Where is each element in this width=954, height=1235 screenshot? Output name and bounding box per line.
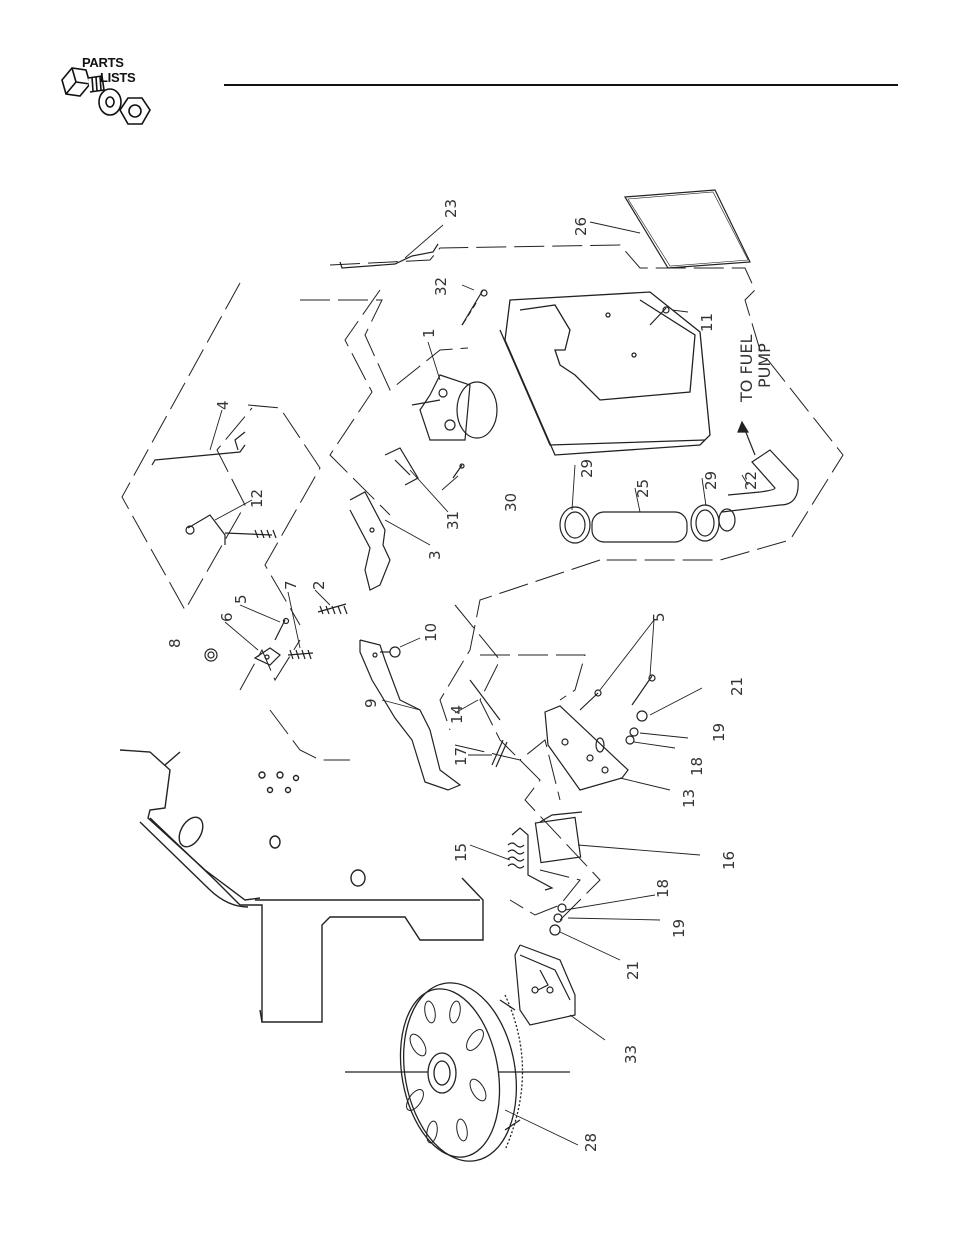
clamp-29b bbox=[691, 505, 719, 541]
rod-4 bbox=[152, 432, 245, 465]
screw-32 bbox=[462, 290, 487, 325]
screw-5a bbox=[580, 690, 601, 710]
solenoid-16 bbox=[535, 812, 582, 863]
bracket-33 bbox=[515, 945, 575, 1025]
label-18b: 18 bbox=[654, 879, 672, 898]
label-3: 3 bbox=[426, 550, 444, 560]
label-19a: 19 bbox=[710, 723, 728, 742]
label-32: 32 bbox=[432, 277, 450, 296]
label-17: 17 bbox=[452, 747, 470, 766]
flywheel bbox=[345, 974, 570, 1170]
gasket-26 bbox=[625, 190, 750, 268]
label-6: 6 bbox=[218, 612, 236, 622]
label-18a: 18 bbox=[688, 757, 706, 776]
label-9: 9 bbox=[362, 698, 380, 708]
leader-lines bbox=[210, 222, 748, 1145]
label-23: 23 bbox=[442, 199, 460, 218]
air-box bbox=[500, 292, 710, 455]
label-33: 33 bbox=[622, 1045, 640, 1064]
label-28: 28 bbox=[582, 1133, 600, 1152]
lever-3 bbox=[350, 492, 390, 590]
motor-1 bbox=[412, 375, 497, 440]
label-2: 2 bbox=[310, 580, 328, 590]
label-29a: 29 bbox=[578, 459, 596, 478]
label-11: 11 bbox=[698, 313, 716, 332]
label-22: 22 bbox=[742, 471, 760, 490]
callout-labels: 23 26 32 1 11 4 12 29 25 29 22 30 31 3 2… bbox=[166, 199, 774, 1152]
label-4: 4 bbox=[214, 400, 232, 410]
spring-2 bbox=[318, 604, 347, 614]
label-21a: 21 bbox=[728, 677, 746, 696]
hose-25 bbox=[592, 512, 687, 542]
spring-15 bbox=[508, 828, 552, 890]
label-1: 1 bbox=[420, 328, 438, 338]
screw-5c bbox=[275, 619, 289, 641]
label-12: 12 bbox=[248, 489, 266, 508]
dashed-assembly-lines bbox=[122, 245, 843, 920]
label-5a: 5 bbox=[232, 594, 250, 604]
label-8: 8 bbox=[166, 638, 184, 648]
label-10: 10 bbox=[422, 623, 440, 642]
label-13: 13 bbox=[680, 789, 698, 808]
clamp-29a bbox=[560, 507, 590, 543]
label-19b: 19 bbox=[670, 919, 688, 938]
label-5b: 5 bbox=[650, 612, 668, 622]
pin-30 bbox=[453, 464, 464, 478]
label-30: 30 bbox=[502, 493, 520, 512]
label-14: 14 bbox=[448, 705, 466, 724]
label-29b: 29 bbox=[702, 471, 720, 490]
label-21b: 21 bbox=[624, 961, 642, 980]
label-25: 25 bbox=[634, 479, 652, 498]
label-31: 31 bbox=[444, 511, 462, 530]
screw-5b bbox=[632, 675, 655, 705]
label-7: 7 bbox=[282, 580, 300, 590]
bracket-31 bbox=[385, 448, 418, 485]
label-15: 15 bbox=[452, 843, 470, 862]
label-26: 26 bbox=[572, 217, 590, 236]
spring-7 bbox=[288, 650, 313, 659]
label-16: 16 bbox=[720, 851, 738, 870]
rod-23 bbox=[340, 244, 438, 268]
mounting-plate-13 bbox=[545, 706, 628, 790]
link-14 bbox=[470, 680, 500, 720]
to-fuel-pump-line1: TO FUEL bbox=[737, 335, 756, 403]
to-fuel-pump-line2: PUMP bbox=[755, 343, 774, 388]
nut-8 bbox=[205, 649, 217, 661]
engine-base-plate bbox=[120, 750, 483, 1022]
